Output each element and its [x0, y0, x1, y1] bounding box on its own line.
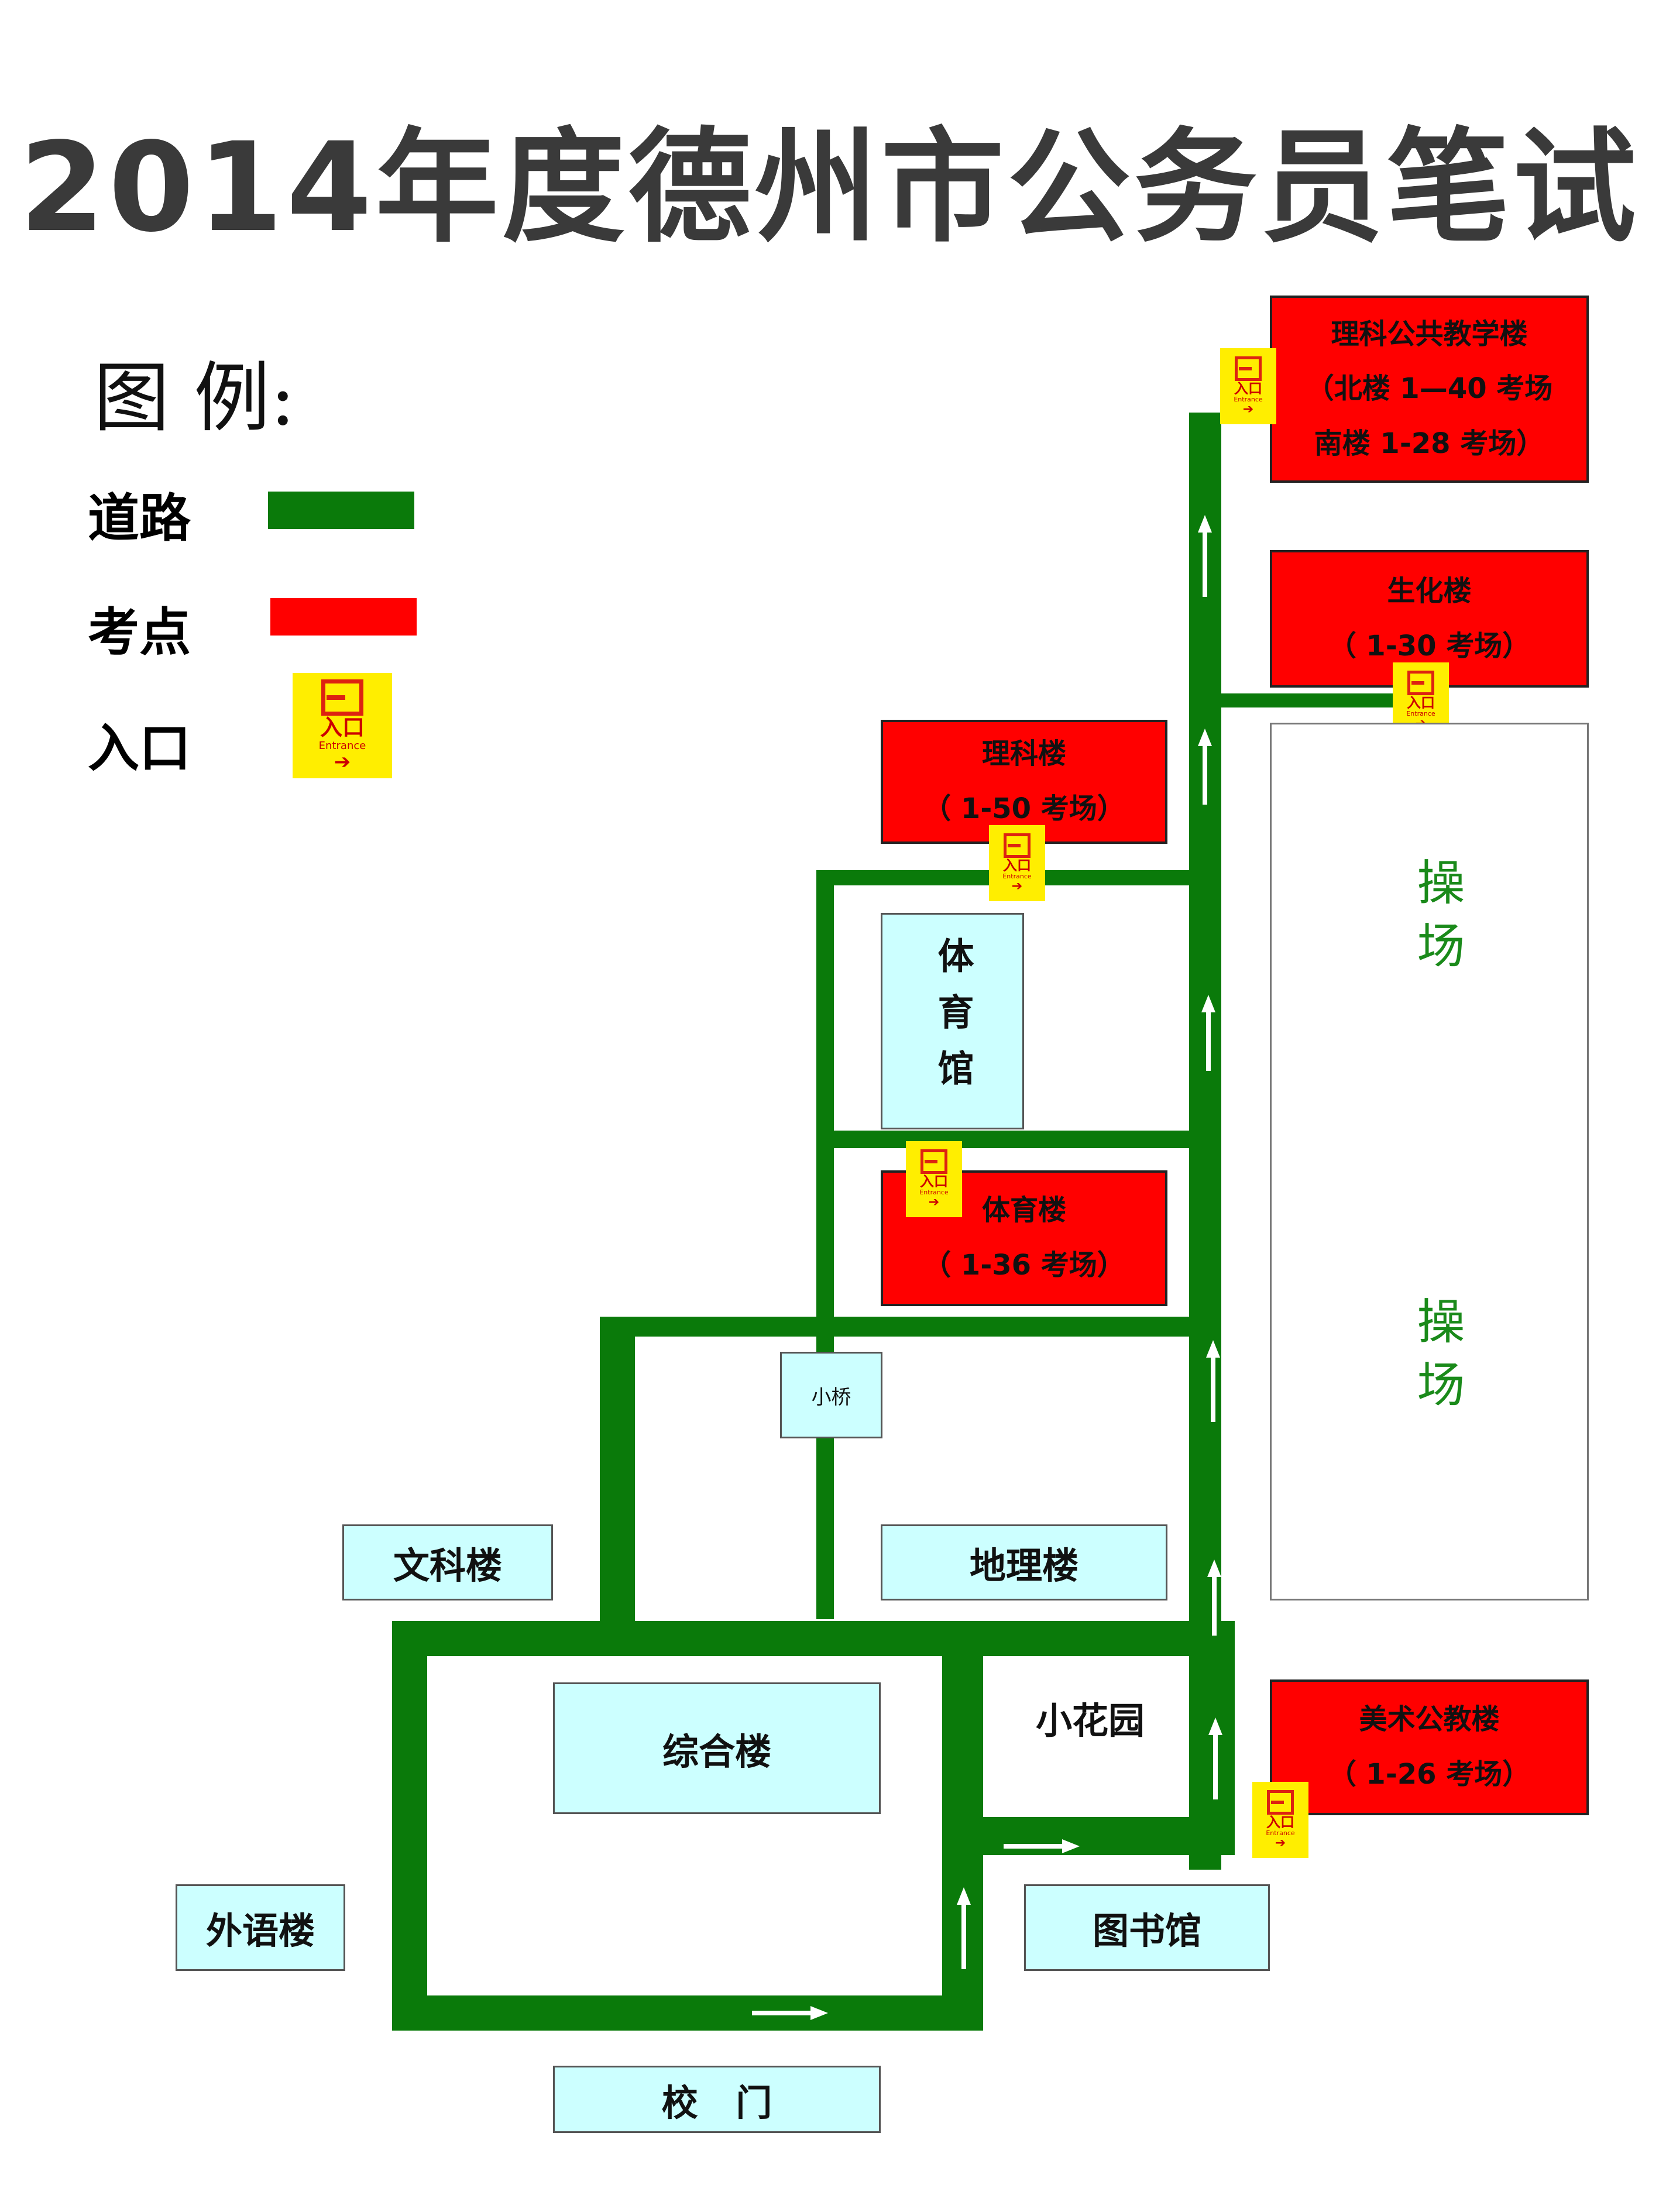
building-xiaoqiao: 小桥 [780, 1352, 882, 1438]
arrow-up-icon [1201, 995, 1215, 1071]
exit-door-icon [1235, 356, 1262, 381]
exit-door-icon [920, 1149, 947, 1174]
entrance-marker-meishu: 入口 Entrance ➔ [1252, 1782, 1308, 1858]
legend-exam-swatch [270, 598, 417, 636]
legend-road-label: 道路 [88, 488, 191, 548]
road-wenke-vertical [600, 1317, 635, 1644]
road-zonghe-top [392, 1621, 1205, 1656]
playground [1270, 723, 1589, 1600]
road-tiyu-vertical [816, 870, 834, 1619]
arrow-up-icon [1208, 1718, 1222, 1799]
page-title: 2014年度德州市公务员笔试 [19, 116, 1640, 259]
exit-door-icon [321, 679, 363, 716]
playground-label-top: 操场 [1409, 857, 1464, 984]
arrow-up-icon [1207, 1560, 1221, 1636]
road-loop-left [392, 1621, 427, 2031]
road-branch-shenghua [1221, 693, 1397, 707]
exit-door-icon [1267, 1789, 1294, 1815]
building-tushuguan: 图书馆 [1024, 1884, 1270, 1971]
road-tiyu-horizontal [831, 1131, 1191, 1148]
entrance-marker-like: 入口 Entrance ➔ [989, 825, 1045, 901]
building-zonghe: 综合楼 [553, 1682, 881, 1814]
building-tiyuguan: 体育馆 [881, 913, 1024, 1129]
exam-site-meishu: 美术公教楼 （ 1-26 考场） [1270, 1679, 1589, 1815]
entrance-marker-tiyu: 入口 Entrance ➔ [906, 1141, 962, 1217]
legend-entrance-label: 入口 [88, 718, 191, 778]
school-gate: 校 门 [553, 2066, 881, 2133]
road-loop-bottom [392, 1995, 983, 2031]
legend-road-swatch [268, 492, 414, 529]
building-waiyu: 外语楼 [176, 1884, 345, 1971]
arrow-up-icon [957, 1887, 971, 1969]
exam-site-like-public: 理科公共教学楼 （北楼 1—40 考场 南楼 1-28 考场） [1270, 296, 1589, 483]
arrow-up-icon [1206, 1340, 1220, 1422]
playground-label-bottom: 操场 [1409, 1296, 1464, 1423]
legend-heading: 图 例: [94, 353, 296, 442]
arrow-right-icon [1004, 1839, 1080, 1853]
arrow-up-icon [1198, 729, 1212, 805]
legend-exam-label: 考点 [88, 602, 191, 662]
legend-entrance-icon: 入口 Entrance ➔ [293, 673, 392, 778]
entrance-marker-like-public: 入口 Entrance ➔ [1220, 348, 1276, 424]
building-wenke: 文科楼 [342, 1524, 553, 1600]
road-library-horizontal [942, 1817, 1235, 1855]
building-dili: 地理楼 [881, 1524, 1167, 1600]
exit-door-icon [1004, 833, 1031, 858]
garden-label: 小花园 [1036, 1699, 1145, 1742]
arrow-right-icon [752, 2006, 828, 2020]
road-xiaoqiao-horizontal [600, 1317, 1191, 1337]
arrow-up-icon [1198, 515, 1212, 597]
exit-door-icon [1407, 670, 1434, 695]
